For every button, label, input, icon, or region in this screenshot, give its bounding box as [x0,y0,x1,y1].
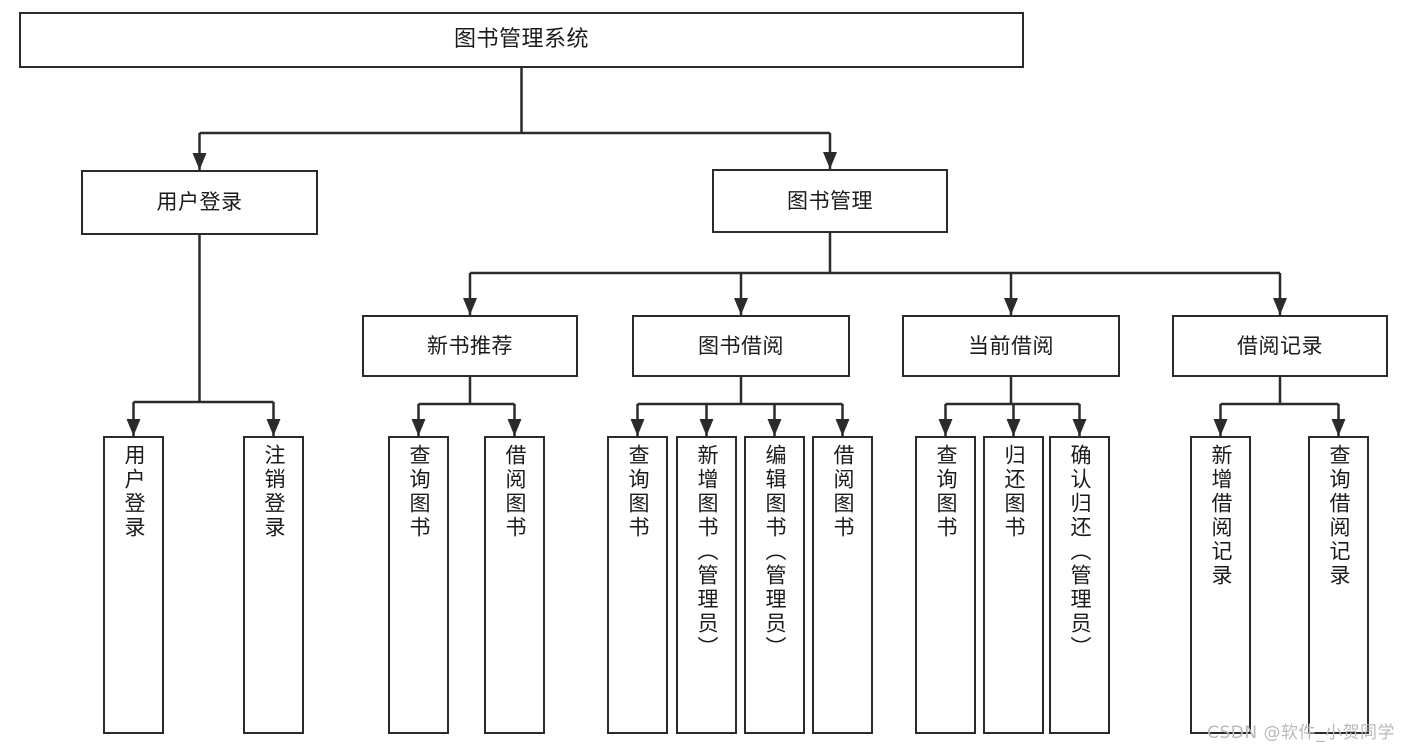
arrow-head-icon [630,419,645,436]
watermark-text: CSDN @软件_小贺同学 [1207,723,1395,743]
node-book-borrow[interactable]: 图书借阅 [632,315,850,377]
node-label-user-login: 用户登录 [156,190,243,215]
node-leaf-cb-query[interactable]: 查询图书 [915,436,976,734]
arrow-head-icon [1331,419,1346,436]
node-label-borrow-record: 借阅记录 [1237,333,1323,358]
node-label-book-borrow: 图书借阅 [698,333,784,358]
node-label-leaf-cb-return: 归还图书 [1002,444,1026,540]
node-label-leaf-user-logout: 注销登录 [262,444,286,540]
arrow-head-icon [1213,419,1228,436]
node-borrow-record[interactable]: 借阅记录 [1172,315,1388,377]
arrow-head-icon [823,152,837,169]
node-label-new-book-rec: 新书推荐 [427,333,513,358]
arrow-head-icon [463,298,477,315]
node-label-book-manage: 图书管理 [787,188,873,213]
arrow-head-icon [507,419,522,436]
node-current-borrow[interactable]: 当前借阅 [902,315,1120,377]
node-leaf-br-query[interactable]: 查询借阅记录 [1308,436,1369,734]
node-leaf-user-logout[interactable]: 注销登录 [243,436,304,734]
node-root[interactable]: 图书管理系统 [19,12,1024,68]
node-label-leaf-bb-add: 新增图书（管理员） [695,444,719,660]
node-leaf-cb-confirm[interactable]: 确认归还（管理员） [1049,436,1110,734]
node-leaf-bb-query[interactable]: 查询图书 [607,436,668,734]
arrow-head-icon [699,419,714,436]
arrow-head-icon [1006,419,1021,436]
node-label-leaf-bb-borrow: 借阅图书 [831,444,855,540]
arrow-head-icon [411,419,426,436]
node-leaf-rec-borrow[interactable]: 借阅图书 [484,436,545,734]
arrow-head-icon [266,419,281,436]
node-label-leaf-rec-borrow: 借阅图书 [503,444,527,540]
arrow-head-icon [734,298,748,315]
arrow-head-icon [1004,298,1018,315]
node-label-root: 图书管理系统 [453,27,589,53]
node-leaf-cb-return[interactable]: 归还图书 [983,436,1044,734]
arrow-head-icon [767,419,782,436]
arrow-head-icon [938,419,953,436]
node-label-current-borrow: 当前借阅 [968,333,1054,358]
node-leaf-rec-query[interactable]: 查询图书 [388,436,449,734]
arrow-head-icon [835,419,850,436]
node-label-leaf-cb-confirm: 确认归还（管理员） [1068,444,1092,660]
node-leaf-bb-add[interactable]: 新增图书（管理员） [676,436,737,734]
node-user-login[interactable]: 用户登录 [81,170,318,235]
node-label-leaf-rec-query: 查询图书 [407,444,431,540]
node-label-leaf-bb-edit: 编辑图书（管理员） [763,444,787,660]
node-leaf-user-login[interactable]: 用户登录 [103,436,164,734]
node-label-leaf-bb-query: 查询图书 [626,444,650,540]
node-label-leaf-br-add: 新增借阅记录 [1209,444,1233,588]
node-leaf-bb-borrow[interactable]: 借阅图书 [812,436,873,734]
node-new-book-rec[interactable]: 新书推荐 [362,315,578,377]
arrow-head-icon [1273,298,1287,315]
node-label-leaf-cb-query: 查询图书 [934,444,958,540]
node-label-leaf-br-query: 查询借阅记录 [1327,444,1351,588]
node-leaf-br-add[interactable]: 新增借阅记录 [1190,436,1251,734]
arrow-head-icon [192,153,207,170]
node-book-manage[interactable]: 图书管理 [712,169,948,233]
node-leaf-bb-edit[interactable]: 编辑图书（管理员） [744,436,805,734]
arrow-head-icon [1072,419,1087,436]
node-label-leaf-user-login: 用户登录 [122,444,146,540]
arrow-head-icon [126,419,141,436]
